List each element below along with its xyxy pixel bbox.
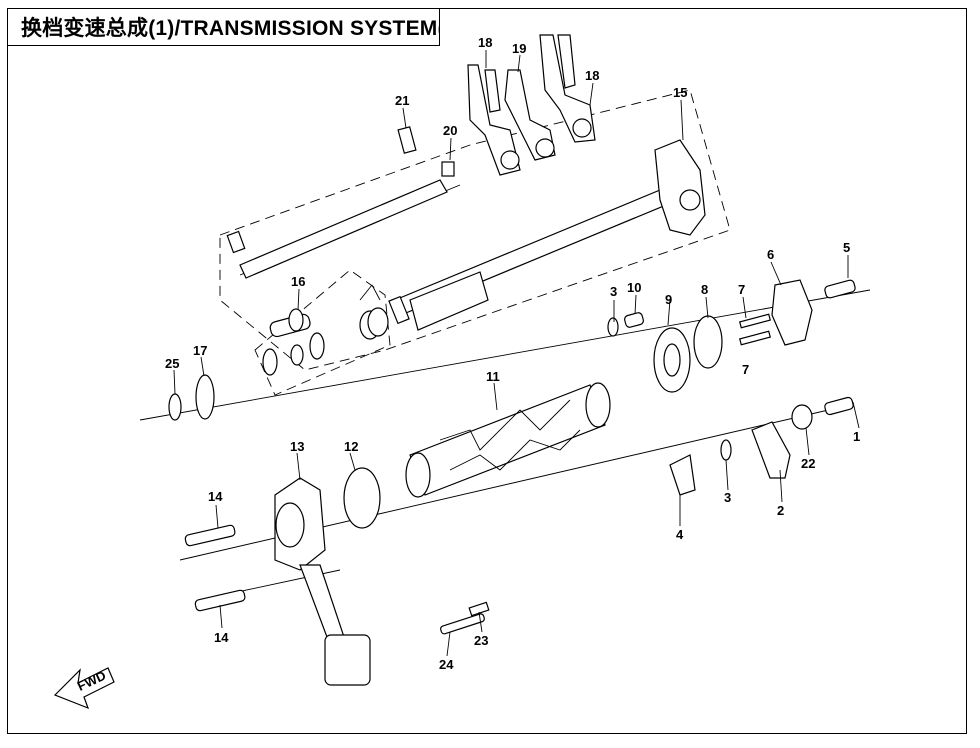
washer-3b [720, 439, 732, 461]
collar-10 [624, 312, 644, 328]
ring-8 [693, 315, 723, 369]
callout-7a: 7 [738, 282, 745, 297]
callout-3b: 3 [724, 490, 731, 505]
shift-star-6 [771, 279, 813, 346]
callout-14b: 14 [214, 630, 229, 645]
callout-23: 23 [474, 633, 488, 648]
callout-11: 11 [486, 369, 500, 384]
callout-17: 17 [193, 343, 207, 358]
callout-18b: 18 [585, 68, 599, 83]
return-spring [359, 284, 389, 340]
fwd-arrow-icon: FWD [53, 667, 115, 710]
callout-10: 10 [627, 280, 641, 295]
spring-4 [669, 454, 696, 496]
callout-15: 15 [673, 85, 687, 100]
washer-17 [195, 374, 215, 420]
callout-3a: 3 [610, 284, 617, 299]
callout-13: 13 [290, 439, 304, 454]
callout-16: 16 [291, 274, 305, 289]
diagram-title: 换档变速总成(1)/TRANSMISSION SYSTEM(1) [7, 8, 440, 46]
drawing-frame [7, 8, 967, 734]
stopper-arm-2 [751, 421, 791, 479]
callout-1: 1 [853, 429, 860, 444]
callout-19: 19 [512, 41, 526, 56]
shift-forks [467, 34, 596, 176]
bolt-14a [184, 524, 236, 547]
callout-7b: 7 [742, 362, 749, 377]
callout-2: 2 [777, 503, 784, 518]
callout-14a: 14 [208, 489, 223, 504]
pin-7b [738, 330, 772, 346]
washer-16a [262, 348, 278, 376]
circlip-25 [168, 393, 182, 421]
pin-24 [440, 613, 485, 635]
washer-16b [309, 332, 325, 360]
callout-4: 4 [676, 527, 684, 542]
callout-8: 8 [701, 282, 708, 297]
shift-drum [405, 382, 611, 498]
bolt-14b [194, 589, 246, 612]
callout-5: 5 [843, 240, 850, 255]
callout-18a: 18 [478, 35, 492, 50]
shift-fork-rod [226, 126, 455, 279]
pin-7a [738, 313, 772, 329]
callout-12: 12 [344, 439, 358, 454]
group-15-outline [219, 89, 731, 371]
callout-21: 21 [395, 93, 409, 108]
callout-24: 24 [439, 657, 454, 672]
washer-22 [791, 404, 813, 430]
leader-lines [173, 50, 860, 657]
callout-6: 6 [767, 247, 774, 262]
part-16-collar [269, 308, 311, 338]
o-ring-12 [343, 467, 381, 529]
callout-20: 20 [443, 123, 457, 138]
callout-25: 25 [165, 356, 179, 371]
washer-3a [607, 317, 619, 337]
shaft-axis-line [139, 289, 871, 421]
callout-9: 9 [665, 292, 672, 307]
bolt-1 [824, 396, 854, 416]
spring-23 [468, 601, 490, 617]
bolt-5 [824, 279, 856, 299]
callout-22: 22 [801, 456, 815, 471]
circlip-16 [290, 344, 304, 366]
bearing-9-inner [663, 343, 681, 377]
shift-shaft [388, 139, 706, 331]
